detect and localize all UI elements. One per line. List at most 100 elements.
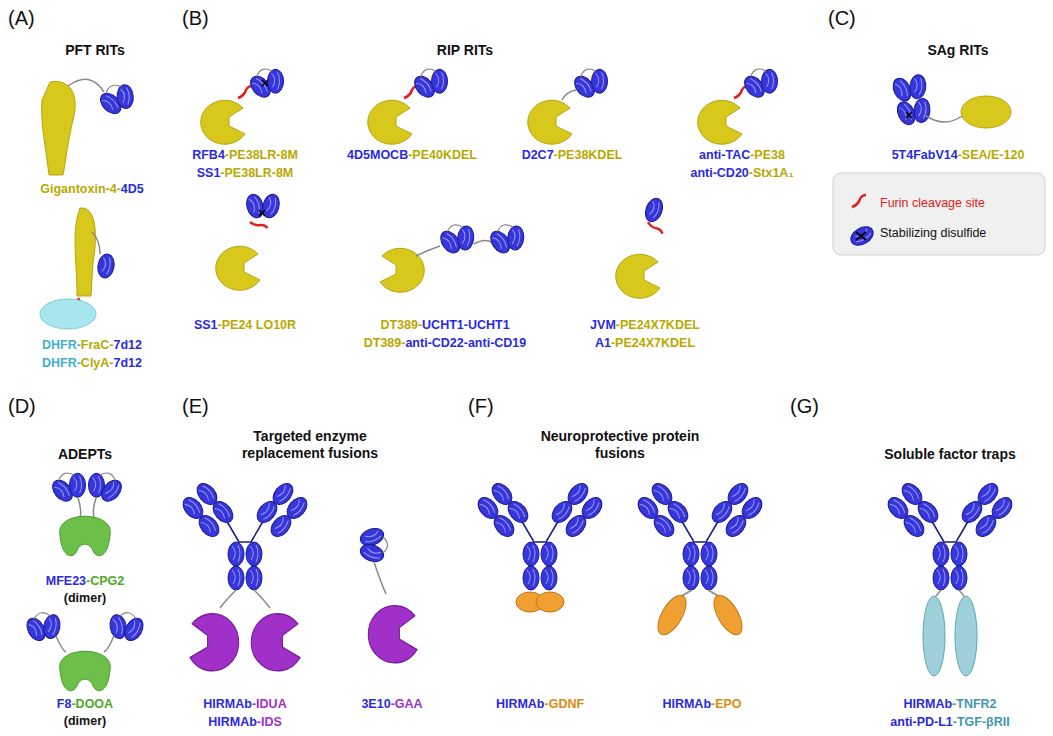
rip-rit-art xyxy=(201,63,786,299)
label-line: D2C7-PE38KDEL xyxy=(522,148,623,163)
construct-name: 7d12 xyxy=(114,356,143,370)
label-line: (B) xyxy=(182,6,209,30)
label-line: Neuroprotective protein fusions xyxy=(525,428,715,462)
construct-name: -CPG2 xyxy=(86,574,124,588)
construct-name: -PE38KDEL xyxy=(554,148,623,162)
construct-name: HIRMAb xyxy=(903,697,952,711)
construct-name: -PE24 LO10R xyxy=(218,318,297,332)
label-line: DHFR-FraC-7d12 xyxy=(42,338,142,353)
construct-name: A1 xyxy=(595,336,611,350)
label-line: 5T4FabV14-SEA/E-120 xyxy=(892,148,1025,163)
construct-name: DT389- xyxy=(380,318,422,332)
label-line: (D) xyxy=(8,394,36,418)
construct-name: 5T4FabV14 xyxy=(892,148,958,162)
label-line: HIRMAb-GDNF xyxy=(496,697,584,712)
label-line: 4D5MOCB-PE40KDEL xyxy=(347,148,477,163)
label-line: MFE23-CPG2 xyxy=(46,574,125,589)
construct-name: 4D5MOCB xyxy=(347,148,408,162)
label-line: SS1-PE38LR-8M xyxy=(197,166,294,181)
construct-name: 3E10 xyxy=(361,697,390,711)
construct-name: -PE40KDEL xyxy=(408,148,477,162)
panel-heading: Soluble factor traps xyxy=(884,446,1015,462)
panel-letter: (G) xyxy=(790,395,819,417)
construct-name: -SEA/E-120 xyxy=(958,148,1025,162)
label-line: F8-DOOA xyxy=(57,697,113,712)
construct-name: DT389- xyxy=(364,336,406,350)
construct-name: HIRMAb xyxy=(203,697,252,711)
label-line: RFB4-PE38LR-8M xyxy=(192,148,298,163)
label-line: HIRMAb-IDUA xyxy=(203,697,286,712)
construct-name: -EPO xyxy=(711,697,742,711)
construct-name: 7d12 xyxy=(114,338,143,352)
label-line: A1-PE24X7KDEL xyxy=(595,336,695,351)
label-line: ADEPTs xyxy=(58,446,112,463)
sag-rit-art xyxy=(889,71,1011,128)
label-line: (A) xyxy=(8,6,35,30)
construct-name: -TGF-βRII xyxy=(953,715,1010,729)
trap-art xyxy=(884,480,1016,676)
panel-letter: (B) xyxy=(182,7,209,29)
construct-name: HIRMAb xyxy=(208,715,257,729)
label-line: DT389-anti-CD22-anti-CD19 xyxy=(364,336,527,351)
construct-name: DHFR- xyxy=(42,356,81,370)
label-line: Gigantoxin-4-4D5 xyxy=(40,182,144,197)
construct-name: -PE24X7KDEL xyxy=(611,336,695,350)
construct-name: (dimer) xyxy=(64,714,106,728)
label-line: (C) xyxy=(828,6,856,30)
construct-name: anti-CD20 xyxy=(690,166,748,180)
pft-rit-art xyxy=(40,78,142,329)
legend-text: Furin cleavage site xyxy=(880,196,985,211)
construct-name: SS1 xyxy=(197,166,221,180)
construct-name: JVM xyxy=(590,318,616,332)
panel-heading: ADEPTs xyxy=(58,446,112,462)
construct-name: ClyA- xyxy=(81,356,114,370)
construct-name: anti-PD-L1 xyxy=(890,715,953,729)
label-line: HIRMAb-EPO xyxy=(662,697,741,712)
construct-name: DHFR- xyxy=(42,338,81,352)
construct-name: HIRMAb xyxy=(662,697,711,711)
label-line: anti-PD-L1-TGF-βRII xyxy=(890,715,1009,730)
construct-name: anti-TAC xyxy=(699,148,750,162)
panel-heading: RIP RITs xyxy=(437,42,493,58)
label-line: (dimer) xyxy=(64,714,106,729)
panel-heading: SAg RITs xyxy=(927,42,988,58)
panel-letter: (C) xyxy=(828,7,856,29)
enzyme-fusion-art xyxy=(179,480,417,671)
construct-name: -Stx1A₁ xyxy=(749,166,794,180)
construct-name: D2C7 xyxy=(522,148,554,162)
construct-name: UCHT1-UCHT1 xyxy=(422,318,510,332)
label-line: (F) xyxy=(468,394,494,418)
construct-name: -TNFR2 xyxy=(952,697,996,711)
label-line: (G) xyxy=(790,394,819,418)
label-line: JVM-PE24X7KDEL xyxy=(590,318,700,333)
label-line: anti-CD20-Stx1A₁ xyxy=(690,166,793,181)
panel-heading: Neuroprotective protein fusions xyxy=(541,428,700,461)
construct-name: 4D5 xyxy=(121,182,144,196)
label-line: HIRMAb-IDS xyxy=(208,715,282,730)
construct-name: Gigantoxin-4- xyxy=(40,182,121,196)
panel-heading: Targeted enzyme replacement fusions xyxy=(242,428,378,461)
label-line: PFT RITs xyxy=(65,42,125,59)
label-line: (E) xyxy=(182,394,209,418)
construct-name: MFE23 xyxy=(46,574,86,588)
construct-name: HIRMAb xyxy=(496,697,545,711)
panel-letter: (E) xyxy=(182,395,209,417)
construct-name: -PE38LR-8M xyxy=(225,148,298,162)
panel-letter: (A) xyxy=(8,7,35,29)
construct-name: F8 xyxy=(57,697,72,711)
construct-name: -PE38 xyxy=(750,148,785,162)
label-line: SAg RITs xyxy=(927,42,988,59)
label-line: RIP RITs xyxy=(437,42,493,59)
panel-heading: PFT RITs xyxy=(65,42,125,58)
construct-name: SS1 xyxy=(194,318,218,332)
construct-name: -PE38LR-8M xyxy=(220,166,293,180)
construct-name: (dimer) xyxy=(64,591,106,605)
construct-name: -IDS xyxy=(257,715,282,729)
legend-box xyxy=(833,173,1045,255)
construct-name: anti-CD22-anti-CD19 xyxy=(405,336,526,350)
adept-art xyxy=(22,467,148,691)
label-line: DT389-UCHT1-UCHT1 xyxy=(380,318,509,333)
construct-name: FraC- xyxy=(81,338,114,352)
panel-letter: (D) xyxy=(8,395,36,417)
